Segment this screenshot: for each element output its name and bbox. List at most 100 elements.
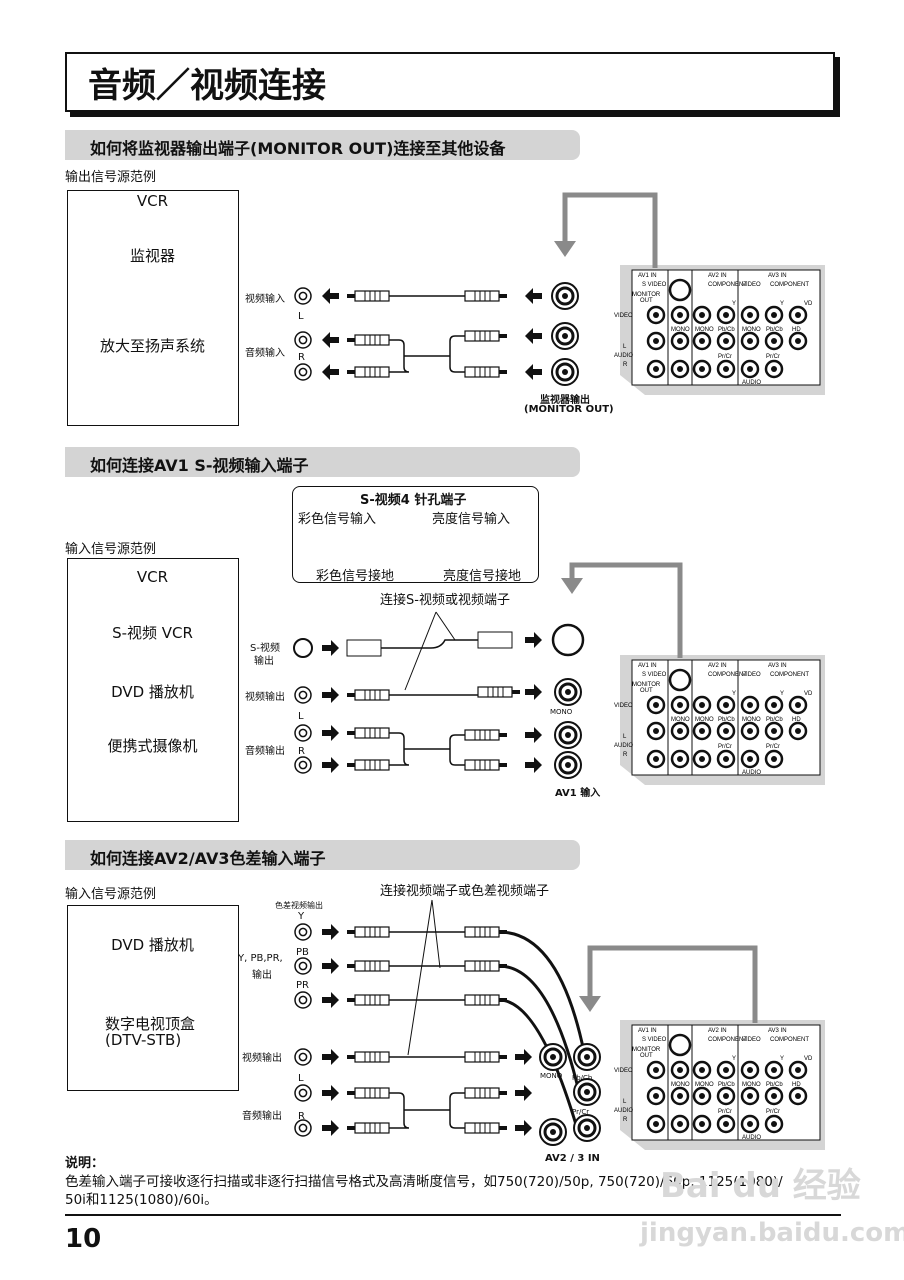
panel-jack-pin bbox=[677, 728, 683, 734]
arrow-down-icon bbox=[579, 996, 601, 1012]
chroma-gnd-label: 彩色信号接地 bbox=[316, 569, 395, 584]
panel-jack-pin bbox=[771, 312, 777, 318]
panel-mono-label: MONO bbox=[671, 1082, 690, 1088]
arrow-right-icon bbox=[322, 1120, 339, 1136]
rca-plug-icon bbox=[347, 1087, 390, 1099]
plug-tip bbox=[347, 1126, 355, 1130]
panel-jack-pin bbox=[771, 1121, 777, 1127]
arrow-right-icon bbox=[322, 757, 339, 773]
rca-plug-icon bbox=[347, 1122, 390, 1134]
plug-body bbox=[354, 1087, 390, 1099]
panel-video-label: VIDEO bbox=[742, 282, 761, 288]
arrow-left-icon bbox=[322, 332, 339, 348]
plug-body bbox=[354, 926, 390, 938]
pbcb-label: Pb/Cb bbox=[572, 1074, 593, 1082]
panel-mono-label: MONO bbox=[695, 1082, 714, 1088]
input-jack-pin bbox=[565, 762, 571, 768]
panel-audio-label: AUDIO bbox=[614, 1108, 633, 1114]
input-jack-pin bbox=[584, 1125, 590, 1131]
rca-plug-icon bbox=[464, 1122, 507, 1134]
input-jack-ring bbox=[555, 362, 575, 382]
input-jack-pin bbox=[562, 293, 568, 299]
panel-jack-pin bbox=[747, 1093, 753, 1099]
arrow-left-icon bbox=[322, 364, 339, 380]
plug-body bbox=[354, 960, 390, 972]
panel-hd-label: HD bbox=[792, 717, 801, 723]
rca-plug-icon bbox=[347, 334, 390, 346]
panel-jack-pin bbox=[747, 366, 753, 372]
rca-jack-icon bbox=[294, 923, 312, 941]
source-label: 输入信号源范例 bbox=[65, 887, 157, 902]
input-jack-ring bbox=[558, 682, 578, 702]
panel-jack-pin bbox=[699, 1067, 705, 1073]
plug-body bbox=[464, 759, 500, 771]
panel-jack-pin bbox=[699, 1121, 705, 1127]
panel-l-label: L bbox=[623, 734, 627, 740]
svideo-in-jack-icon bbox=[551, 623, 585, 657]
arrow-right-icon bbox=[515, 1120, 532, 1136]
panel-audio-bottom-label: AUDIO bbox=[742, 380, 761, 386]
panel-av2-label: AV2 IN bbox=[708, 1028, 727, 1034]
plug-tip bbox=[347, 338, 355, 342]
panel-jack-pin bbox=[699, 366, 705, 372]
panel-video-label: VIDEO bbox=[742, 672, 761, 678]
panel-jack-pin bbox=[723, 338, 729, 344]
panel-jack-pin bbox=[677, 1093, 683, 1099]
device-dvd: DVD 播放机 bbox=[111, 683, 194, 701]
panel-pr-label: Pr/Cr bbox=[718, 354, 732, 360]
plug-tip bbox=[499, 294, 507, 298]
arrow-right-icon bbox=[515, 1049, 532, 1065]
rca-plug-icon bbox=[464, 330, 507, 342]
video-in-label: 视频输入 bbox=[245, 294, 285, 305]
rca-plug-icon bbox=[464, 1051, 507, 1063]
panel-jack-pin bbox=[747, 1121, 753, 1127]
panel-jack-pin bbox=[795, 728, 801, 734]
device-camcorder: 便携式摄像机 bbox=[107, 737, 198, 755]
rca-jack-inner bbox=[298, 1123, 308, 1133]
panel-audio-bottom-label: AUDIO bbox=[742, 770, 761, 776]
panel-mono-label: MONO bbox=[671, 717, 690, 723]
panel-r-label: R bbox=[623, 1117, 628, 1123]
rca-plug-icon bbox=[464, 1087, 507, 1099]
connect-label: 连接S-视频或视频端子 bbox=[380, 593, 510, 608]
component-cable bbox=[498, 964, 581, 1093]
y-label: Y bbox=[298, 911, 305, 922]
panel-av1-label: AV1 IN bbox=[638, 1028, 657, 1034]
ypbpr-label: Y, PB,PR, bbox=[238, 953, 283, 964]
page-number: 10 bbox=[65, 1224, 102, 1254]
panel-av2-label: AV2 IN bbox=[708, 663, 727, 669]
panel-video-row-label: VIDEO bbox=[614, 313, 633, 319]
panel-jack-pin bbox=[653, 312, 659, 318]
arrow-right-icon bbox=[515, 1085, 532, 1101]
panel-video-label: VIDEO bbox=[742, 1037, 761, 1043]
plug-tip bbox=[499, 1091, 507, 1095]
section-header-av2-av3: 如何连接AV2/AV3色差输入端子 bbox=[65, 840, 580, 870]
rca-plug-icon bbox=[347, 727, 390, 739]
input-jack-ring bbox=[543, 1122, 563, 1142]
arrow-right-icon bbox=[322, 992, 339, 1008]
panel-jack-pin bbox=[795, 338, 801, 344]
pr-label: PR bbox=[296, 980, 309, 991]
plug-body bbox=[464, 994, 500, 1006]
arrow-left-icon bbox=[525, 288, 542, 304]
panel-out-label: OUT bbox=[640, 298, 653, 304]
panel-y-label: Y bbox=[732, 301, 736, 307]
panel-jack-pin bbox=[653, 728, 659, 734]
rca-jack-icon bbox=[294, 991, 312, 1009]
panel-jack-pin bbox=[771, 1093, 777, 1099]
input-jack-pin bbox=[562, 333, 568, 339]
panel-monitor-label: MONITOR bbox=[632, 292, 661, 298]
rca-jack-icon bbox=[294, 957, 312, 975]
panel-jack-pin bbox=[723, 1093, 729, 1099]
component-out-label: 色差视频输出 bbox=[275, 901, 323, 910]
device-box bbox=[67, 905, 239, 1091]
mono-label: MONO bbox=[550, 708, 573, 716]
rca-jack-inner bbox=[298, 1052, 308, 1062]
audio-in-label: 音频输入 bbox=[245, 348, 285, 359]
note-heading: 说明： bbox=[65, 1156, 105, 1171]
panel-mono-label: MONO bbox=[695, 327, 714, 333]
panel-out-label: OUT bbox=[640, 1053, 653, 1059]
